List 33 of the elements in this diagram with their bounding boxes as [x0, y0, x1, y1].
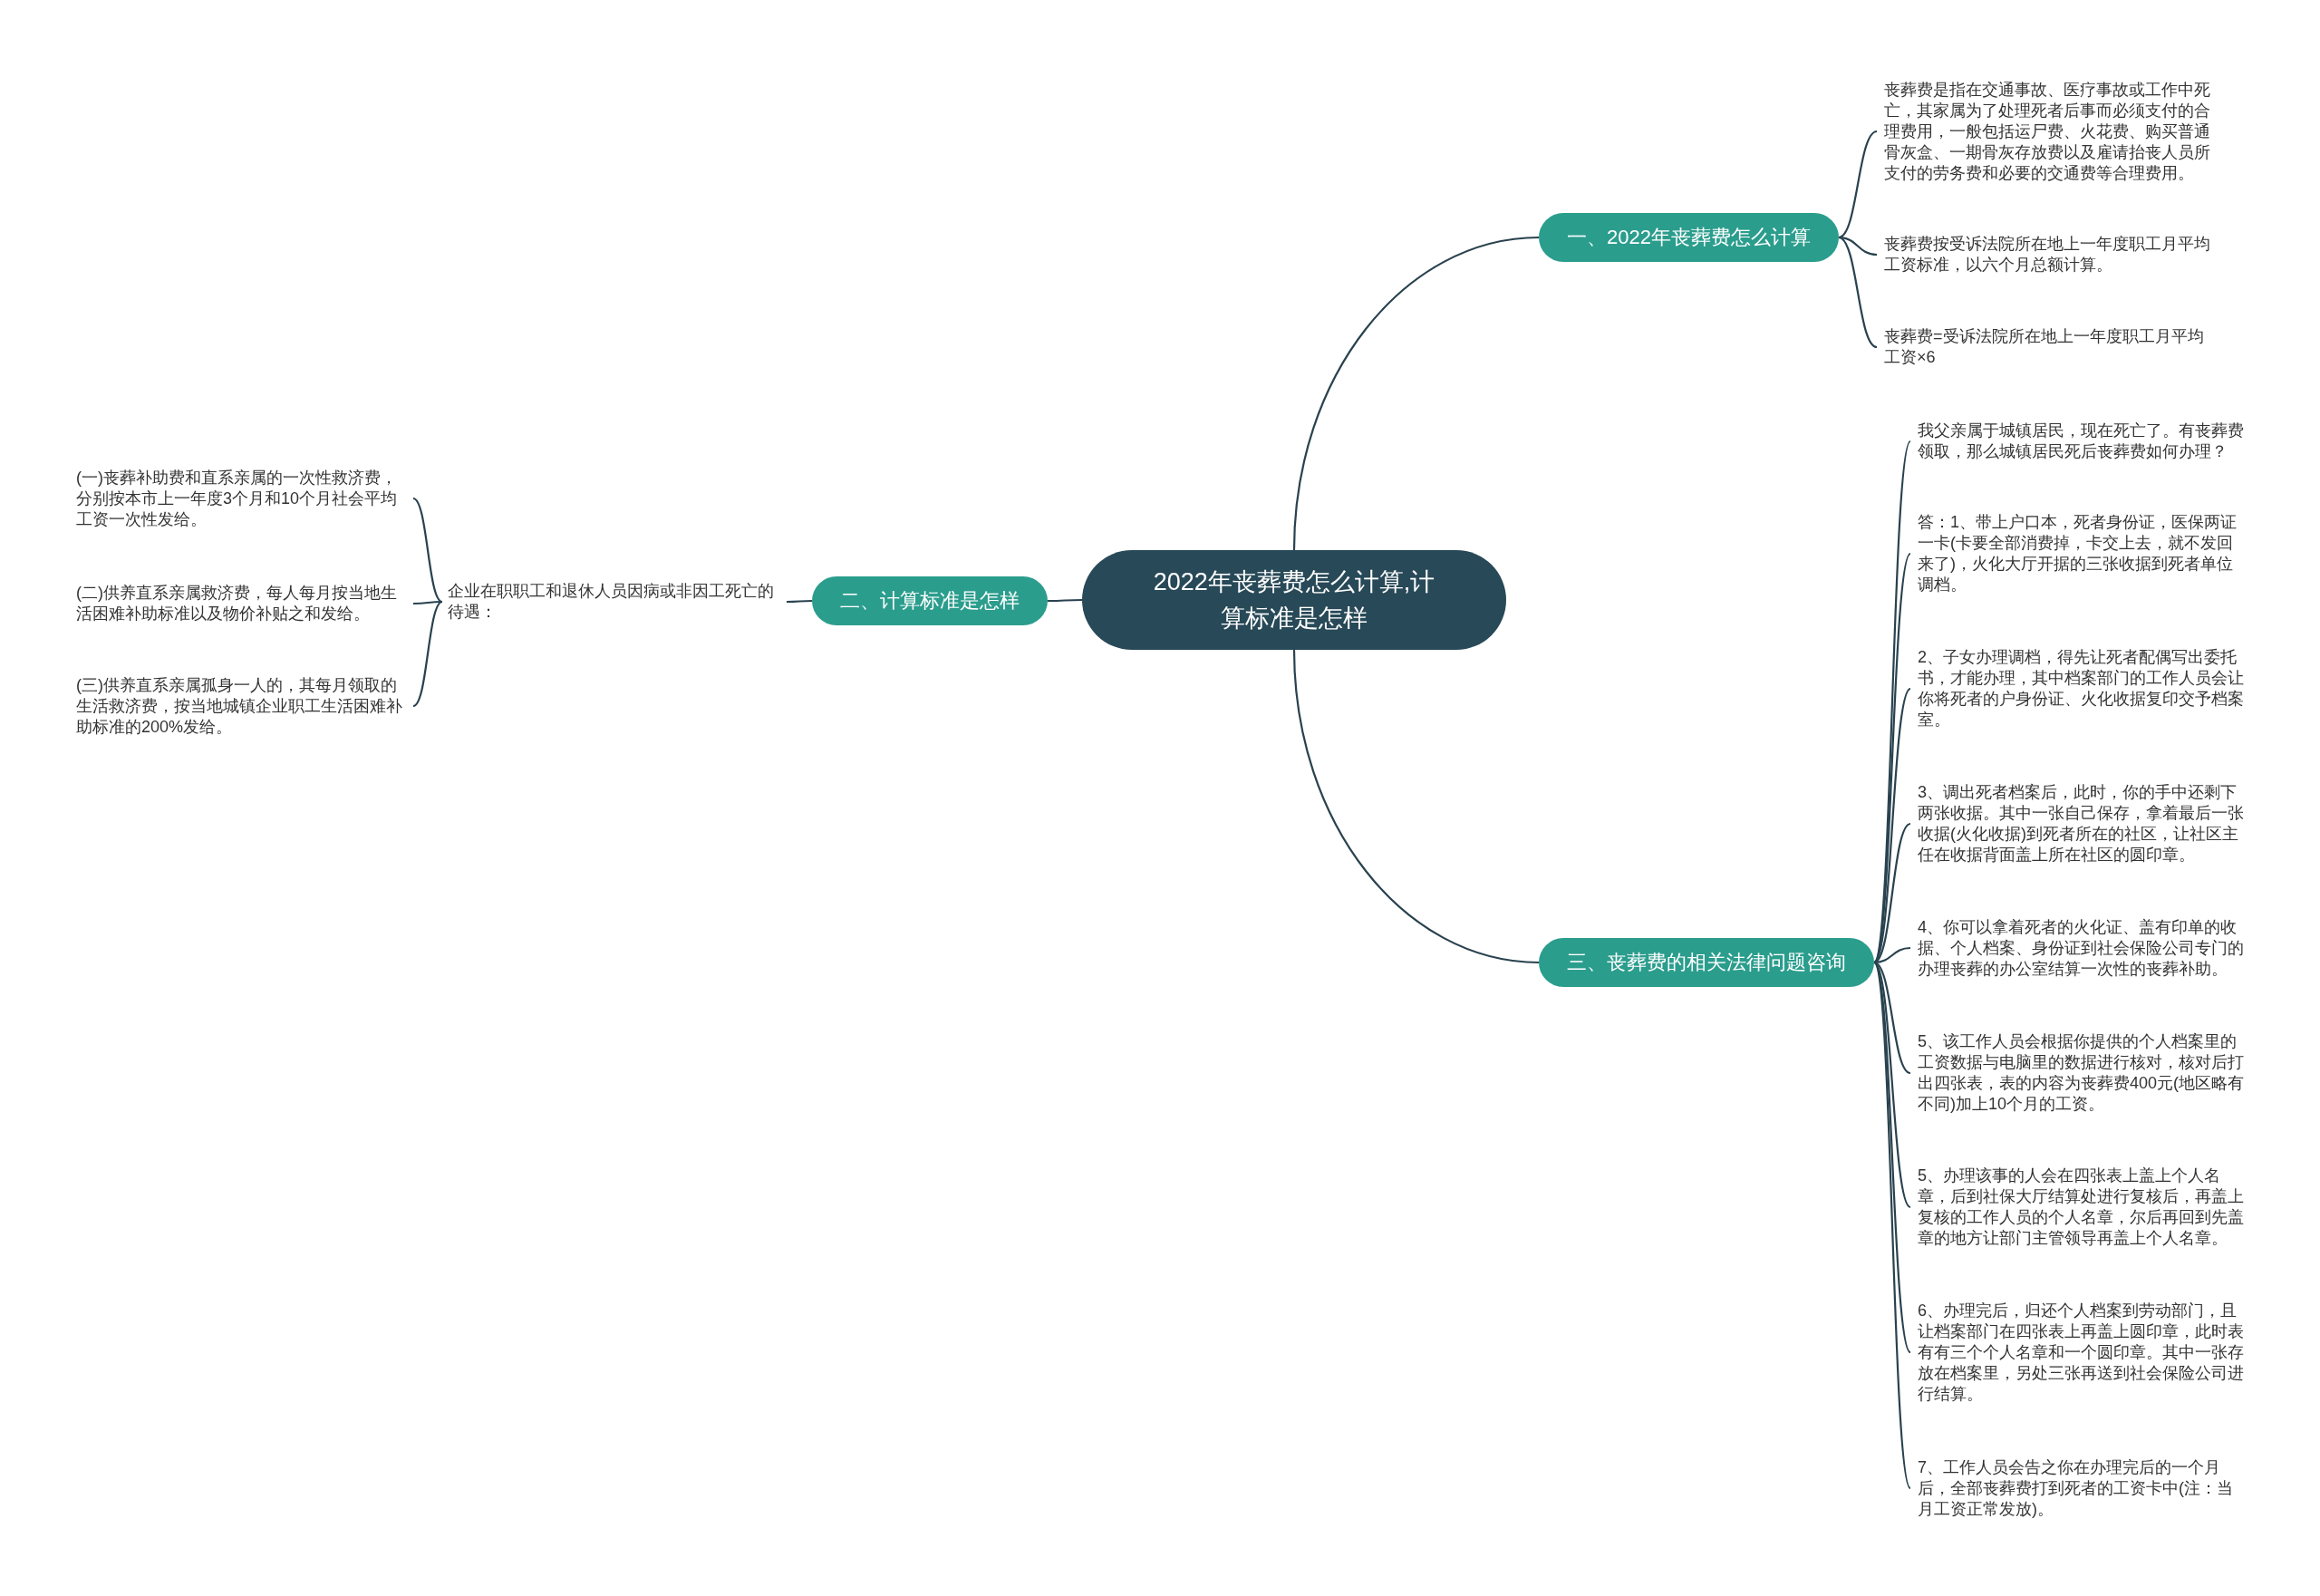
connector-line — [412, 498, 443, 603]
connector-line — [1292, 236, 1540, 551]
connector-line — [1048, 598, 1082, 603]
connector-line — [1838, 131, 1878, 238]
subtopic-text: 5、该工作人员会根据你提供的个人档案里的工资数据与电脑里的数据进行核对，核对后打出四张表，表的内容为丧葬费400元(地区略有不同)加上10个月的工资。 — [1910, 1031, 2248, 1115]
subtopic-text: (一)丧葬补助费和直系亲属的一次性救济费，分别按本市上一年度3个月和10个月社会平均工资一次性发给。 — [71, 467, 413, 530]
connector-line — [1838, 237, 1878, 348]
subtopic-text: (二)供养直系亲属救济费，每人每月按当地生活困难补助标准以及物价补贴之和发给。 — [71, 583, 413, 624]
connector-line — [1873, 688, 1911, 963]
subtopic-text: 4、你可以拿着死者的火化证、盖有印单的收据、个人档案、身份证到社会保险公司专门的办理丧葬的办公室结算一次性的丧葬补助。 — [1910, 916, 2248, 980]
subtopic-text: 我父亲属于城镇居民，现在死亡了。有丧葬费领取，那么城镇居民死后丧葬费如何办理？ — [1910, 421, 2248, 462]
connector-line — [1873, 962, 1911, 1489]
branch-topic: 二、计算标准是怎样 — [812, 576, 1048, 625]
subtopic-text: 3、调出死者档案后，此时，你的手中还剩下两张收据。其中一张自己保存，拿着最后一张收据(火化收据)到死者所在的社区，让社区主任在收据背面盖上所在社区的圆印章。 — [1910, 782, 2248, 866]
connector-line — [1873, 553, 1911, 963]
branch-topic: 一、2022年丧葬费怎么计算 — [1539, 213, 1839, 262]
subtopic-text: 企业在职职工和退休人员因病或非因工死亡的待遇： — [442, 581, 787, 623]
subtopic-text: 7、工作人员会告之你在办理完后的一个月后，全部丧葬费打到死者的工资卡中(注：当月工资正常发放)。 — [1910, 1456, 2248, 1520]
subtopic-text: (三)供养直系亲属孤身一人的，其每月领取的生活救济费，按当地城镇企业职工生活困难补助标准的200%发给。 — [71, 674, 413, 738]
subtopic-text: 丧葬费按受诉法院所在地上一年度职工月平均工资标准，以六个月总额计算。 — [1877, 234, 2214, 276]
subtopic-text: 5、办理该事的人会在四张表上盖上个人名章，后到社保大厅结算处进行复核后，再盖上复核的工作人员的个人名章，尔后再回到先盖章的地方让部门主管领导再盖上个人名章。 — [1910, 1166, 2248, 1249]
connector-line — [787, 599, 812, 604]
subtopic-text: 答：1、带上户口本，死者身份证，医保两证一卡(卡要全部消费掉，卡交上去，就不发回来了)，火化大厅开据的三张收据到死者单位调档。 — [1910, 512, 2248, 595]
connector-line — [1292, 649, 1540, 964]
subtopic-text: 6、办理完后，归还个人档案到劳动部门，且让档案部门在四张表上再盖上圆印章，此时表有有三个个人名章和一个圆印章。其中一张存放在档案里，另处三张再送到社会保险公司进行结算。 — [1910, 1300, 2248, 1405]
connector-line — [412, 601, 443, 707]
subtopic-text: 2、子女办理调档，得先让死者配偶写出委托书，才能办理，其中档案部门的工作人员会让你将死者的户身份证、火化收据复印交予档案室。 — [1910, 647, 2248, 730]
connector-line — [1873, 962, 1911, 1353]
branch-topic: 三、丧葬费的相关法律问题咨询 — [1539, 938, 1874, 987]
central-topic: 2022年丧葬费怎么计算,计算标准是怎样 — [1082, 550, 1506, 650]
subtopic-text: 丧葬费=受诉法院所在地上一年度职工月平均工资×6 — [1877, 326, 2214, 368]
connector-line — [413, 600, 442, 605]
subtopic-text: 丧葬费是指在交通事故、医疗事故或工作中死亡，其家属为了处理死者后事而必须支付的合理费用，一般包括运尸费、火花费、购买普通骨灰盒、一期骨灰存放费以及雇请抬丧人员所支付的劳务费和必要的交通费等合理费用。 — [1877, 79, 2214, 184]
